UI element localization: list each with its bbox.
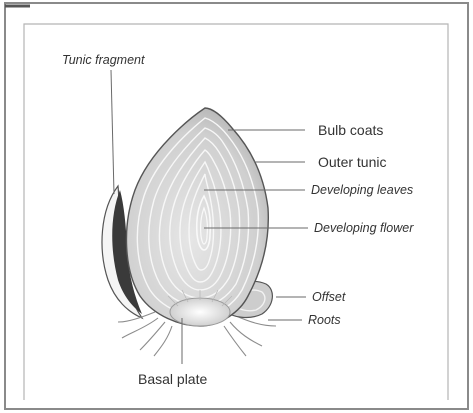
basal-plate-shape xyxy=(170,298,230,326)
leader-tunic-fragment xyxy=(111,70,114,194)
label-bulb-coats: Bulb coats xyxy=(318,122,383,138)
label-outer-tunic: Outer tunic xyxy=(318,154,386,170)
label-tunic-fragment: Tunic fragment xyxy=(62,53,145,67)
label-basal-plate: Basal plate xyxy=(138,371,207,387)
label-roots: Roots xyxy=(308,313,341,327)
label-offset: Offset xyxy=(312,290,346,304)
label-developing-leaves: Developing leaves xyxy=(311,183,413,197)
label-developing-flower: Developing flower xyxy=(314,221,414,235)
